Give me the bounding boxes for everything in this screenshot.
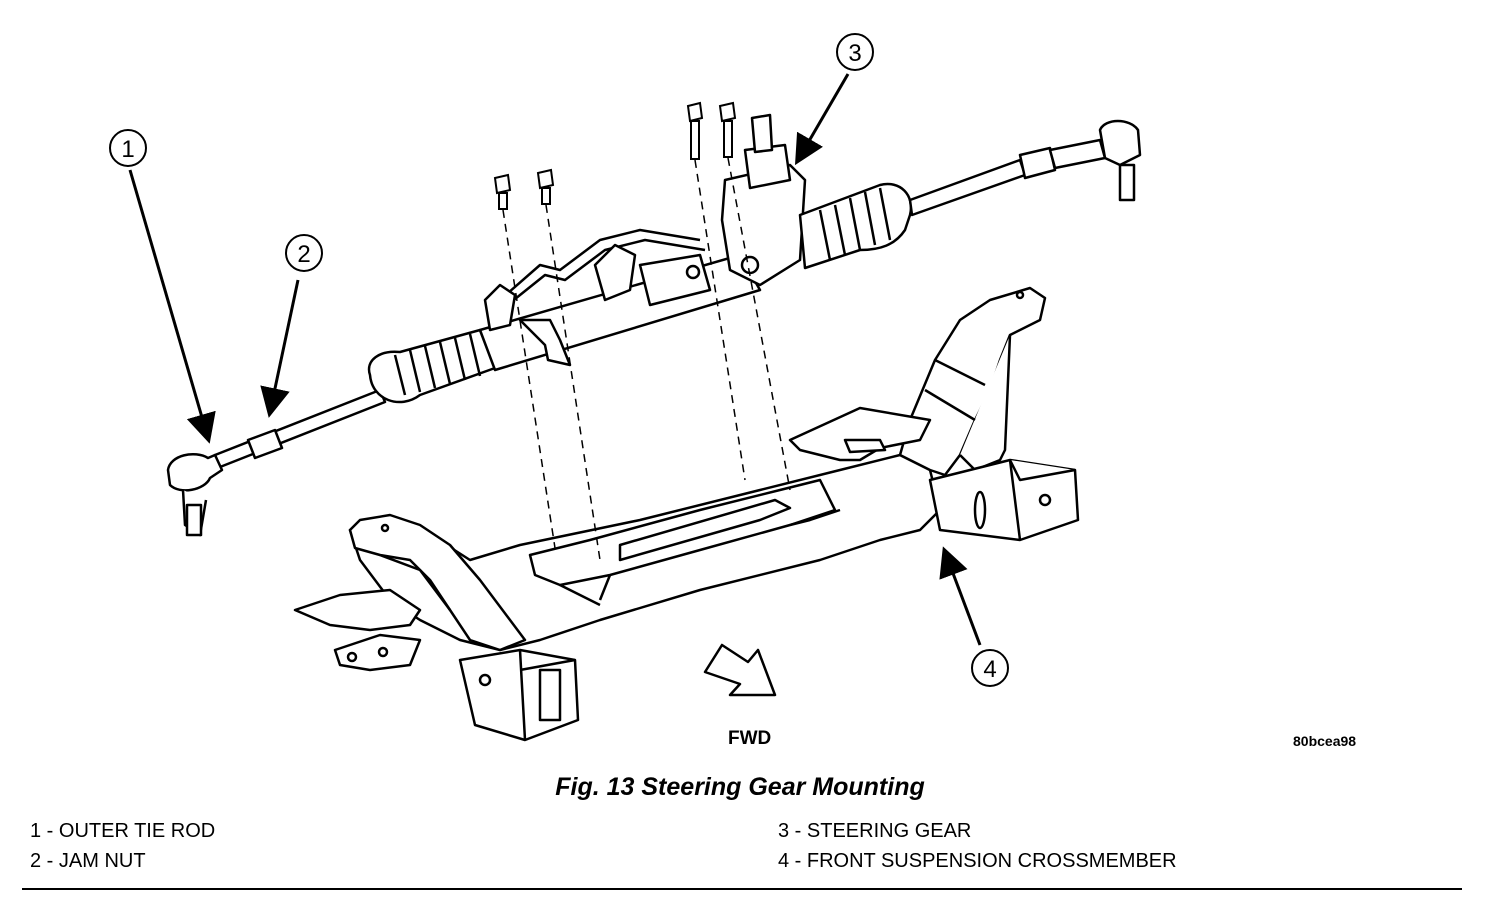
crossmember-illustration — [293, 286, 1080, 742]
steering-gear-diagram: 1 2 3 4 FWD 80bcea98 — [109, 33, 1356, 749]
callout-4: 4 — [939, 546, 1009, 687]
mounting-bolts — [493, 101, 737, 210]
forward-arrow-icon — [703, 643, 777, 697]
fwd-label: FWD — [728, 728, 771, 749]
alignment-lines — [502, 157, 791, 561]
legend-item: 2 - JAM NUT — [30, 850, 146, 872]
svg-text:4: 4 — [983, 656, 996, 683]
image-code: 80bcea98 — [1293, 733, 1356, 749]
legend-left: 1 - OUTER TIE ROD 2 - JAM NUT — [30, 816, 215, 876]
bottom-divider — [22, 888, 1462, 890]
figure-caption: Fig. 13 Steering Gear Mounting — [555, 773, 925, 801]
steering-gear-illustration — [166, 113, 1142, 537]
legend-item: 1 - OUTER TIE ROD — [30, 820, 216, 842]
callout-1: 1 — [109, 129, 216, 444]
svg-text:2: 2 — [297, 241, 310, 268]
legend-right: 3 - STEERING GEAR 4 - FRONT SUSPENSION C… — [778, 816, 1177, 876]
legend-item: 4 - FRONT SUSPENSION CROSSMEMBER — [778, 850, 1177, 872]
callout-2: 2 — [260, 234, 323, 418]
callout-3: 3 — [794, 33, 874, 166]
svg-text:3: 3 — [848, 40, 861, 67]
legend-item: 3 - STEERING GEAR — [778, 820, 972, 842]
svg-text:1: 1 — [121, 136, 134, 163]
